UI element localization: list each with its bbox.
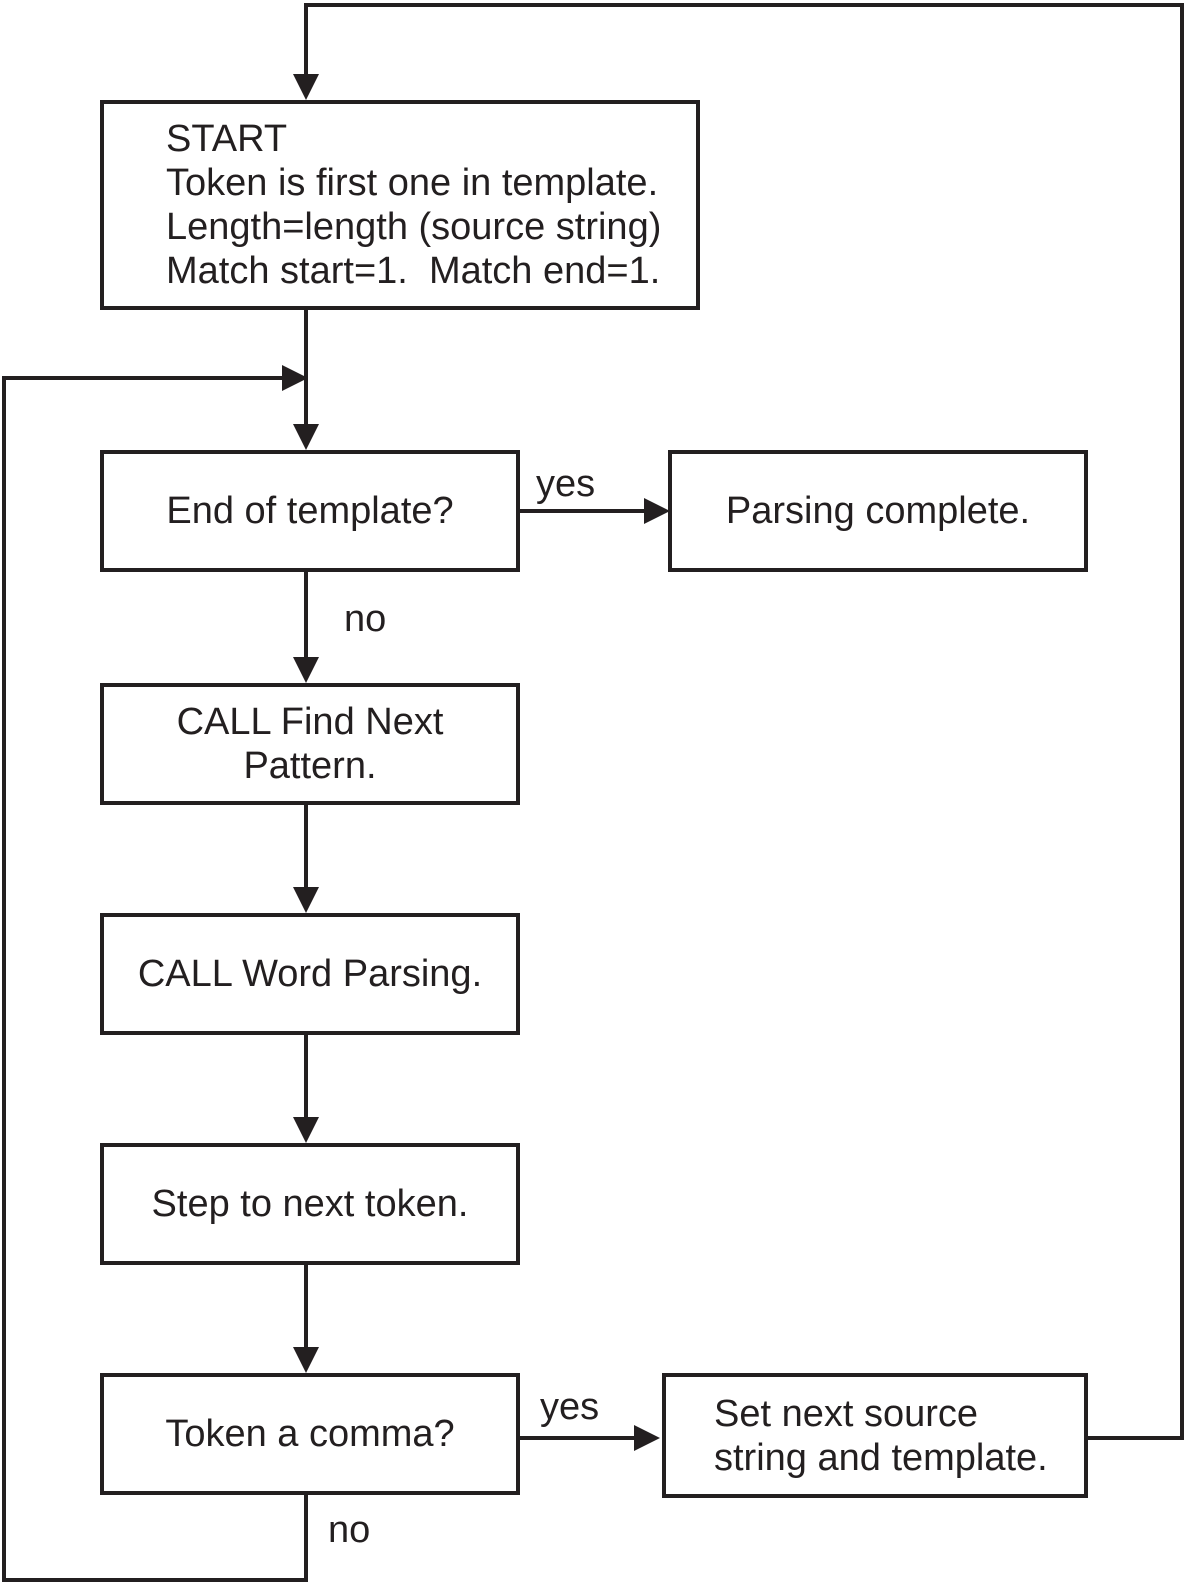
- down-arrowhead-icon: [293, 1117, 319, 1143]
- edge-label-yes: yes: [540, 1386, 600, 1428]
- node-label: End of template?: [166, 490, 454, 532]
- connector-end-of-template-no: [304, 568, 308, 659]
- edge-label-no: no: [328, 1509, 371, 1551]
- connector-find-next-to-word-parsing: [304, 801, 308, 891]
- node-label: CALL Find Next: [176, 701, 444, 743]
- connector-start-entry-vertical: [304, 3, 308, 75]
- start-detail-line: Length=length (source string): [166, 206, 662, 248]
- connector-left-loop-vertical: [2, 376, 6, 1582]
- down-arrowhead-icon: [293, 424, 319, 450]
- connector-right-loop-vertical: [1180, 3, 1184, 1440]
- node-label: Step to next token.: [151, 1183, 469, 1225]
- start-detail-line: Token is first one in template.: [166, 162, 659, 204]
- node-parsing-complete: Parsing complete.: [668, 450, 1088, 572]
- down-arrowhead-icon: [293, 1347, 319, 1373]
- right-arrowhead-icon: [644, 498, 670, 524]
- node-label: Pattern.: [243, 745, 377, 787]
- node-label: CALL Word Parsing.: [137, 953, 483, 995]
- connector-end-of-template-yes: [520, 509, 646, 513]
- down-arrowhead-icon: [293, 74, 319, 100]
- down-arrowhead-icon: [293, 887, 319, 913]
- node-label: Set next source: [714, 1392, 979, 1435]
- start-detail-line: Match start=1. Match end=1.: [166, 250, 661, 292]
- node-start: START Token is first one in template. Le…: [100, 100, 700, 310]
- node-label: Token a comma?: [165, 1413, 455, 1455]
- connector-token-a-comma-no: [304, 1491, 308, 1582]
- down-arrowhead-icon: [293, 657, 319, 683]
- node-end-of-template: End of template?: [100, 450, 520, 572]
- connector-left-loop-bottom: [2, 1578, 308, 1582]
- connector-left-loop-merge: [2, 376, 284, 380]
- start-title: START: [166, 118, 288, 160]
- edge-label-no: no: [344, 598, 387, 640]
- connector-top-loop-horizontal: [304, 3, 1184, 7]
- connector-set-next-source-out: [1086, 1436, 1184, 1440]
- edge-label-yes: yes: [536, 463, 596, 505]
- connector-word-parsing-to-step: [304, 1031, 308, 1121]
- node-call-find-next-pattern: CALL Find Next Pattern.: [100, 683, 520, 805]
- node-set-next-source: Set next source string and template.: [662, 1373, 1088, 1498]
- right-arrowhead-icon: [282, 365, 308, 391]
- right-arrowhead-icon: [634, 1425, 660, 1451]
- node-label: Parsing complete.: [725, 490, 1031, 532]
- connector-token-a-comma-yes: [520, 1436, 636, 1440]
- node-label: string and template.: [714, 1436, 1048, 1479]
- node-call-word-parsing: CALL Word Parsing.: [100, 913, 520, 1035]
- node-token-a-comma: Token a comma?: [100, 1373, 520, 1495]
- connector-step-to-token-a-comma: [304, 1261, 308, 1351]
- node-step-to-next-token: Step to next token.: [100, 1143, 520, 1265]
